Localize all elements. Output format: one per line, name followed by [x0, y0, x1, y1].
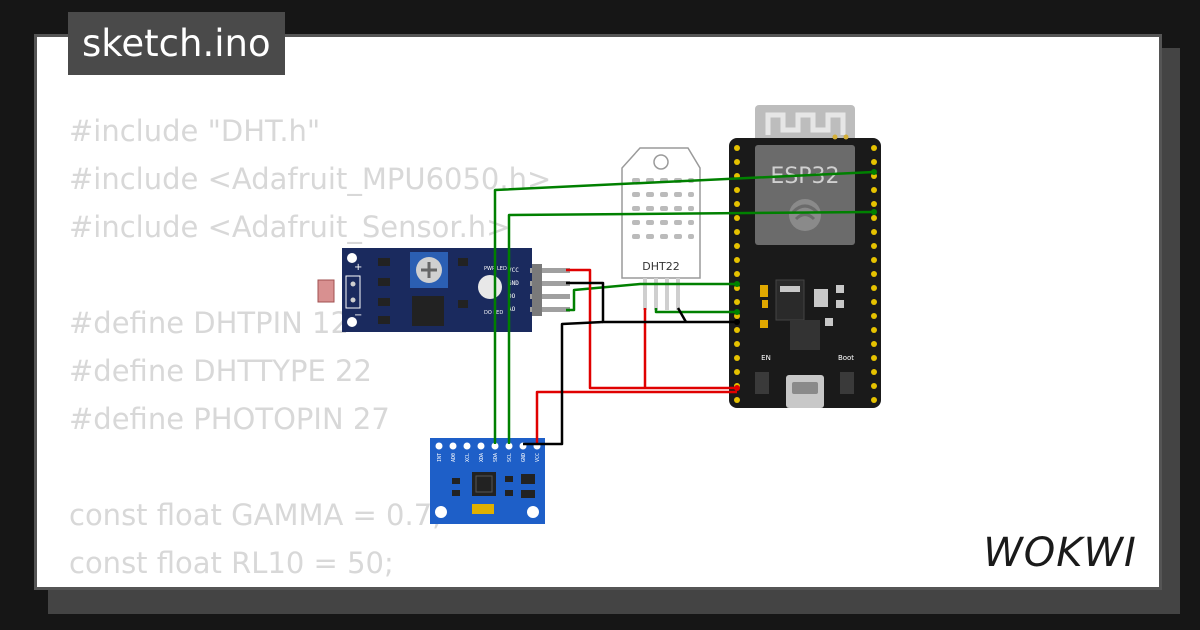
boot-button[interactable] — [840, 372, 854, 394]
wire-ldr-gnd — [566, 281, 737, 324]
svg-text:XCL: XCL — [465, 453, 471, 462]
wire-scl — [507, 210, 875, 444]
code-line: #define DHTTYPE 22 — [69, 354, 372, 388]
pwr-led — [478, 275, 502, 299]
svg-text:SDA: SDA — [493, 453, 499, 462]
wire-sda — [493, 170, 875, 444]
esp32-left-header — [734, 145, 740, 403]
do-led-label: DO LED — [484, 310, 503, 316]
code-line: #define PHOTOPIN 27 — [69, 402, 390, 436]
wokwi-logo-text: WOKWI — [983, 530, 1137, 576]
smd-part — [825, 318, 833, 326]
smd-part — [836, 300, 844, 308]
smd-resistor — [378, 258, 390, 266]
smd-part — [505, 476, 513, 482]
ldr-header-pins — [530, 264, 570, 316]
preview-card: #include "DHT.h" #include <Adafruit_MPU6… — [34, 34, 1162, 590]
antenna-contact — [832, 134, 838, 140]
wire-dht-gnd — [676, 307, 688, 323]
wire-endpoints — [734, 169, 877, 391]
comparator-chip — [412, 296, 444, 326]
smd-part — [452, 478, 460, 484]
svg-text:GND: GND — [521, 453, 527, 462]
smd-part — [836, 285, 844, 293]
ldr-pin-label: GND — [508, 280, 519, 287]
usb-uart-chip — [790, 320, 820, 350]
svg-text:XDA: XDA — [479, 453, 485, 462]
ldr-module[interactable]: + − PWR LED DO LED VCC GND DO AO — [317, 248, 570, 332]
smd-led — [760, 320, 768, 328]
ldr-pin-label: AO — [508, 306, 516, 313]
esp32-board[interactable]: ESP32 — [729, 105, 881, 408]
smd-resistor — [378, 278, 390, 286]
code-line: #include <Adafruit_MPU6050.h> — [69, 162, 552, 196]
ldr-minus-label: − — [354, 310, 362, 321]
wire-ldr-vcc — [566, 268, 737, 390]
svg-text:INT: INT — [437, 453, 443, 462]
wire-photo-signal — [566, 282, 737, 312]
code-line: #include "DHT.h" — [69, 114, 321, 148]
wokwi-logo: WOKWI — [983, 530, 1137, 576]
ldr-pad — [350, 281, 356, 287]
svg-text:SCL: SCL — [507, 453, 513, 462]
dht22-pin — [643, 278, 647, 310]
smd-part — [458, 258, 468, 266]
wire-mpu-vcc — [535, 390, 737, 444]
mpu6050-crystal — [472, 504, 494, 514]
esp32-right-header — [871, 145, 877, 403]
svg-text:AD0: AD0 — [451, 453, 457, 462]
mpu6050-mount-hole — [527, 506, 539, 518]
dht22-grille — [632, 178, 694, 239]
ldr-pin-label: DO — [508, 293, 516, 300]
dht22-pin — [676, 278, 680, 310]
smd-part — [505, 490, 513, 496]
smd-part — [458, 300, 468, 308]
dht22-pin — [654, 278, 658, 310]
smd-led — [762, 300, 768, 308]
dht22-pin — [665, 278, 669, 310]
espressif-logo-mark — [791, 204, 819, 221]
svg-text:VCC: VCC — [535, 453, 541, 462]
wire-mpu-gnd — [523, 320, 604, 446]
wire-dht-data — [654, 308, 737, 314]
potentiometer-slot — [421, 262, 437, 278]
code-line: const float RL10 = 50; — [69, 546, 394, 580]
en-button[interactable] — [755, 372, 769, 394]
regulator-pad — [780, 286, 800, 292]
ldr-mount-hole — [347, 253, 357, 263]
code-line: const float GAMMA = 0.7; — [69, 498, 442, 532]
smd-resistor — [378, 298, 390, 306]
smd-part — [452, 490, 460, 496]
boot-label: Boot — [838, 354, 854, 362]
wires — [493, 170, 875, 446]
photoresistor-icon — [317, 279, 335, 303]
ldr-mount-hole — [347, 317, 357, 327]
ldr-pad — [350, 297, 356, 303]
esp32-module-shield — [755, 145, 855, 245]
ldr-plus-label: + — [354, 262, 362, 273]
ldr-pin-label: VCC — [508, 267, 519, 274]
micro-usb-opening — [792, 382, 818, 394]
filename-tab[interactable]: sketch.ino — [68, 12, 285, 75]
ldr-socket — [345, 275, 361, 309]
mpu6050-chip-outline — [475, 475, 493, 493]
mpu6050-mount-hole — [435, 506, 447, 518]
code-line: #include <Adafruit_Sensor.h> — [69, 210, 511, 244]
dht22-mount-hole — [653, 154, 669, 170]
smd-resistor — [378, 316, 390, 324]
smd-part — [521, 490, 535, 498]
mpu6050-module[interactable]: INT AD0 XCL XDA SDA SCL GND VCC — [430, 438, 545, 524]
antenna-contact — [843, 134, 849, 140]
code-preview: #include "DHT.h" #include <Adafruit_MPU6… — [69, 107, 551, 587]
mpu6050-regulator — [521, 474, 535, 484]
antenna-trace — [765, 112, 846, 135]
regulator-tab — [814, 289, 828, 307]
smd-led — [760, 285, 768, 297]
mpu6050-pin-labels: INT AD0 XCL XDA SDA SCL GND VCC — [437, 453, 541, 462]
dht22-label: DHT22 — [642, 260, 679, 273]
en-label: EN — [761, 354, 771, 362]
